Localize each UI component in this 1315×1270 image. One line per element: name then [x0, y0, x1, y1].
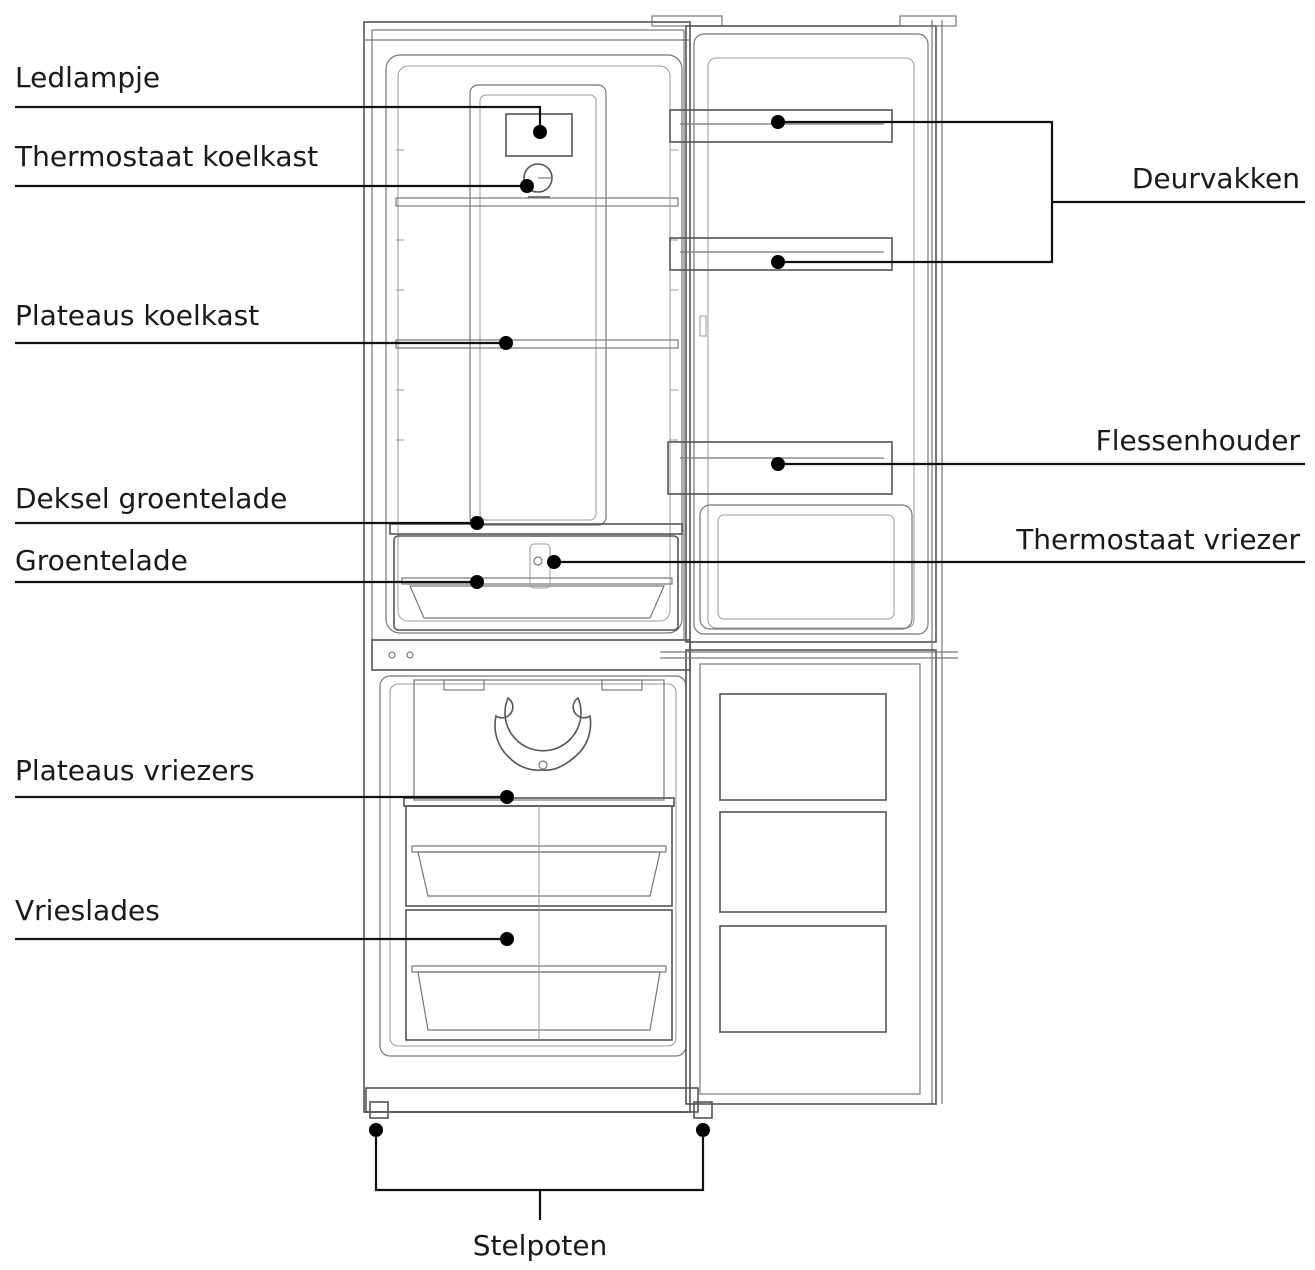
label-plateaus-vriezers: Plateaus vriezers: [15, 754, 255, 787]
fridge-shelf-1: [395, 197, 679, 207]
marker-thermostaat-koelkast: [520, 179, 534, 193]
bottle-holder: [667, 441, 893, 495]
label-plateaus-koelkast: Plateaus koelkast: [15, 299, 259, 332]
divider-strip: [371, 639, 691, 671]
callout-labels: Ledlampje Thermostaat koelkast Plateaus …: [14, 61, 1300, 1262]
label-thermostaat-koelkast: Thermostaat koelkast: [14, 140, 318, 173]
fridge-compartment-frame: [371, 29, 685, 641]
marker-stelpoten-left: [369, 1123, 383, 1137]
marker-plateaus-koelkast: [499, 336, 513, 350]
marker-groentelade: [470, 575, 484, 589]
right-leveling-foot: [693, 1101, 713, 1119]
door-shelf-1: [669, 109, 893, 143]
marker-deksel-groentelade: [470, 516, 484, 530]
label-thermostaat-vriezer: Thermostaat vriezer: [1015, 523, 1300, 556]
marker-stelpoten-right: [696, 1123, 710, 1137]
fridge-illustration: [363, 15, 958, 1119]
label-groentelade: Groentelade: [15, 544, 188, 577]
marker-deurvakken-2: [771, 255, 785, 269]
label-stelpoten: Stelpoten: [473, 1229, 608, 1262]
label-deurvakken: Deurvakken: [1132, 162, 1300, 195]
marker-deurvakken-1: [771, 115, 785, 129]
evaporator-cover: [413, 679, 665, 801]
base-plinth: [365, 1087, 699, 1113]
fridge-door: [685, 25, 937, 643]
label-flessenhouder: Flessenhouder: [1096, 424, 1301, 457]
leader-deurvakken-bracket: [778, 120, 1054, 264]
callout-lines: [15, 105, 1305, 1220]
door-shelf-2: [669, 237, 893, 271]
marker-thermostaat-vriezer: [547, 555, 561, 569]
left-leveling-foot: [369, 1101, 389, 1119]
fan-cover: [494, 696, 592, 771]
freezer-compartment: [379, 675, 687, 1057]
freezer-door-panel-2: [719, 811, 887, 913]
marker-flessenhouder: [771, 457, 785, 471]
marker-vrieslades: [500, 932, 514, 946]
label-ledlampje: Ledlampje: [15, 61, 160, 94]
marker-ledlampje: [533, 125, 547, 139]
freezer-shelf: [403, 797, 675, 807]
leader-stelpoten-bracket: [374, 1130, 705, 1192]
crisper-cover: [389, 523, 683, 535]
leader-ledlampje: [15, 105, 542, 132]
freezer-door-panel-3: [719, 925, 887, 1033]
label-deksel-groentelade: Deksel groentelade: [15, 482, 287, 515]
marker-plateaus-vriezers: [500, 790, 514, 804]
label-vrieslades: Vrieslades: [15, 894, 160, 927]
freezer-door-panel-1: [719, 693, 887, 801]
air-duct: [469, 84, 607, 526]
freezer-door: [685, 649, 937, 1105]
